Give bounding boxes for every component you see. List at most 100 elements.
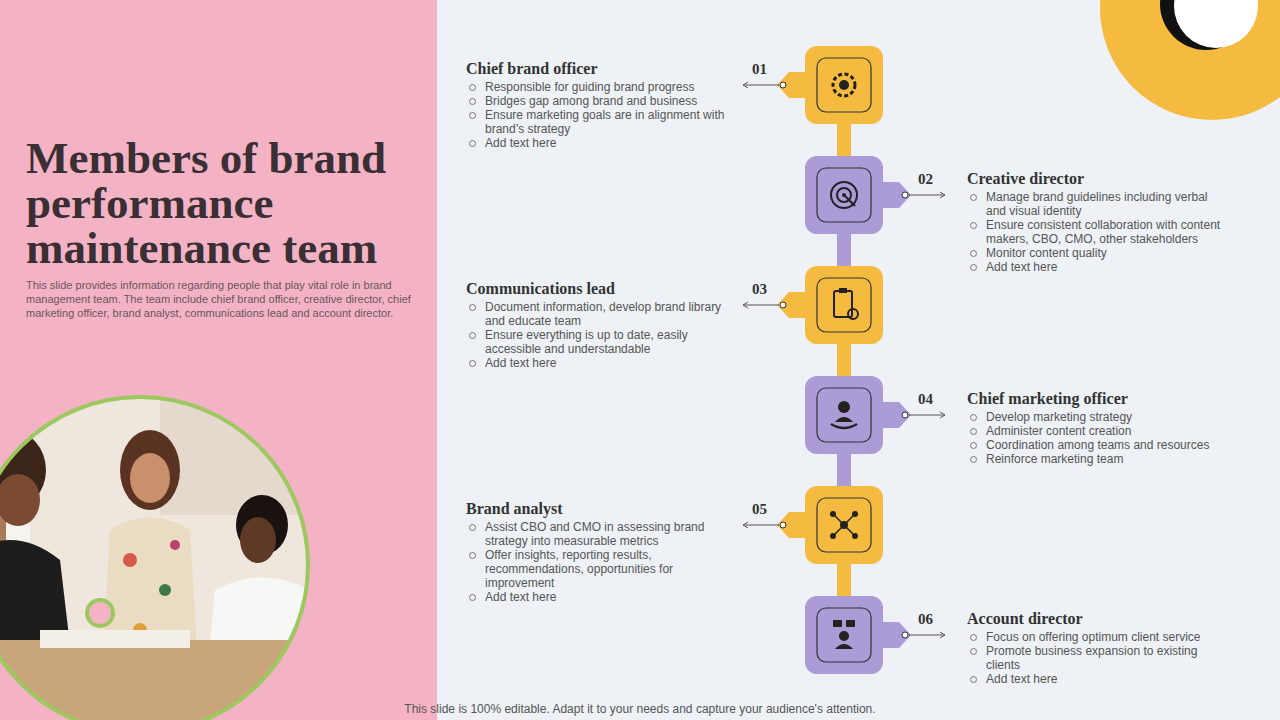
timeline-connector: [837, 454, 851, 486]
title-wrap: Members of brand performance maintenance…: [26, 136, 431, 271]
member-bullet: Add text here: [967, 260, 1229, 274]
svg-shape: [833, 74, 855, 96]
svg-shape: [777, 292, 807, 318]
svg-shape: [743, 85, 779, 86]
member-bullet: Coordination among teams and resources: [967, 438, 1229, 452]
member-bullet: Add text here: [466, 136, 728, 150]
svg-shape: [848, 309, 858, 319]
svg-shape: [831, 424, 857, 428]
svg-shape: [834, 291, 852, 317]
svg-shape: [780, 302, 786, 308]
member-bullet: Add text here: [967, 672, 1229, 686]
svg-shape: [831, 182, 857, 208]
callout-number-wrap: 06: [918, 610, 933, 628]
member-heading: Brand analyst: [466, 499, 728, 518]
member-icon-box: 05Brand analystAssist CBO and CMO in ass…: [805, 486, 883, 564]
svg-shape: [844, 195, 855, 206]
photo-border: [0, 397, 308, 720]
member-heading: Creative director: [967, 169, 1229, 188]
svg-shape: [777, 72, 807, 98]
svg-shape: [743, 305, 779, 306]
photo-dot: [87, 600, 113, 626]
svg-shape: [170, 540, 180, 550]
member-heading: Communications lead: [466, 279, 728, 298]
member-text-group: Account directorFocus on offering optimu…: [967, 609, 1229, 686]
member-bullet: Responsible for guiding brand progress: [466, 80, 728, 94]
svg-shape: [123, 553, 137, 567]
member-icon: [805, 156, 883, 234]
member-bullet: Add text here: [466, 590, 728, 604]
svg-shape: [780, 522, 786, 528]
callout-number: 01: [752, 61, 767, 77]
callout-number: 04: [918, 391, 933, 407]
footer-note: This slide is 100% editable. Adapt it to…: [404, 702, 875, 716]
svg-shape: [881, 622, 911, 648]
svg-shape: [902, 412, 908, 418]
svg-shape: [0, 640, 320, 720]
member-bullet: Monitor content quality: [967, 246, 1229, 260]
footer-wrap: This slide is 100% editable. Adapt it to…: [0, 699, 1280, 717]
svg-shape: [909, 195, 945, 196]
member-icon-box: 02Creative directorManage brand guidelin…: [805, 156, 883, 234]
member-bullet: Manage brand guidelines including verbal…: [967, 190, 1229, 218]
member-bullet: Administer content creation: [967, 424, 1229, 438]
callout-number-wrap: 01: [752, 60, 767, 78]
callout-number: 06: [918, 611, 933, 627]
member-icon: [805, 46, 883, 124]
callout-number-wrap: 05: [752, 500, 767, 518]
callout-number-wrap: 02: [918, 170, 933, 188]
svg-shape: [159, 584, 171, 596]
donut-hole: [1174, 0, 1258, 48]
svg-shape: [839, 631, 849, 641]
member-heading: Chief brand officer: [466, 59, 728, 78]
svg-shape: [780, 82, 786, 88]
member-bullet: Assist CBO and CMO in assessing brand st…: [466, 520, 728, 548]
callout-number-wrap: 03: [752, 280, 767, 298]
member-text-group: Chief brand officerResponsible for guidi…: [466, 59, 728, 150]
member-icon: [805, 596, 883, 674]
svg-shape: [743, 525, 779, 526]
callout-number: 05: [752, 501, 767, 517]
member-bullet: Ensure everything is up to date, easily …: [466, 328, 728, 356]
svg-shape: [817, 278, 871, 332]
member-bullet: Ensure consistent collaboration with con…: [967, 218, 1229, 246]
svg-shape: [833, 620, 842, 627]
svg-shape: [0, 474, 40, 526]
svg-shape: [881, 182, 911, 208]
svg-shape: [743, 302, 748, 308]
svg-shape: [940, 412, 945, 418]
svg-shape: [846, 620, 855, 627]
member-icon-box: 01Chief brand officerResponsible for gui…: [805, 46, 883, 124]
svg-shape: [817, 168, 871, 222]
timeline-connector: [837, 234, 851, 266]
svg-shape: [839, 80, 849, 90]
svg-shape: [40, 630, 190, 648]
svg-shape: [743, 522, 748, 528]
member-text-group: Creative directorManage brand guidelines…: [967, 169, 1229, 274]
member-heading: Chief marketing officer: [967, 389, 1229, 408]
member-icon-box: 04Chief marketing officerDevelop marketi…: [805, 376, 883, 454]
svg-shape: [817, 608, 871, 662]
svg-shape: [839, 288, 847, 293]
svg-shape: [240, 517, 276, 563]
member-bullet: Bridges gap among brand and business: [466, 94, 728, 108]
member-icon-box: 06Account directorFocus on offering opti…: [805, 596, 883, 674]
member-icon-box: 03Communications leadDocument informatio…: [805, 266, 883, 344]
svg-shape: [940, 192, 945, 198]
svg-shape: [833, 514, 855, 536]
member-icon: [805, 376, 883, 454]
svg-shape: [909, 415, 945, 416]
svg-shape: [881, 402, 911, 428]
svg-shape: [902, 192, 908, 198]
svg-shape: [130, 453, 170, 503]
donut-ring: [1100, 0, 1280, 120]
timeline-connector: [837, 344, 851, 376]
timeline-connector: [837, 564, 851, 596]
callout-number: 03: [752, 281, 767, 297]
svg-shape: [817, 58, 871, 112]
member-text-group: Chief marketing officerDevelop marketing…: [967, 389, 1229, 466]
caption-wrap: This slide provides information regardin…: [26, 278, 431, 320]
svg-shape: [909, 635, 945, 636]
member-bullet: Offer insights, reporting results, recom…: [466, 548, 728, 590]
svg-shape: [838, 401, 850, 413]
